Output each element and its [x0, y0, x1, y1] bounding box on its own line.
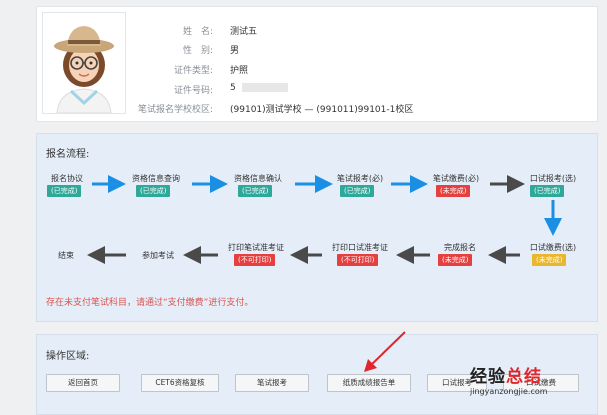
written-register-button[interactable]: 笔试报考	[235, 374, 309, 392]
avatar-illustration-icon	[43, 13, 125, 113]
step-qualification-query-status: (已完成)	[136, 185, 171, 197]
watermark-cn-black: 经验	[470, 367, 506, 387]
score-report-button[interactable]: 纸质成绩报告单	[327, 374, 411, 392]
step-oral-payment[interactable]: 口试缴费(选)	[529, 243, 577, 252]
step-written-payment-status: (未完成)	[436, 185, 471, 197]
step-oral-register[interactable]: 口试报考(选)	[529, 174, 577, 183]
avatar	[42, 12, 126, 114]
campus-label: 笔试报名学校校区:	[137, 105, 213, 115]
step-complete-registration-status: (未完成)	[438, 254, 473, 266]
step-print-oral-ticket[interactable]: 打印口试准考证	[332, 243, 388, 252]
step-print-written-ticket-status: (不可打印)	[234, 254, 276, 266]
step-print-written-ticket[interactable]: 打印笔试准考证	[228, 243, 284, 252]
id-number-value: 5	[230, 83, 288, 93]
payment-notice: 存在未支付笔试科目，请通过“支付缴费”进行支付。	[46, 298, 254, 308]
name-label: 姓 名:	[182, 27, 213, 37]
watermark-text: 经验总结	[470, 362, 600, 387]
id-number-label: 证件号码:	[173, 86, 213, 96]
campus-value: (99101)测试学校 — (991011)99101-1校区	[230, 105, 414, 115]
id-number-mask	[241, 83, 288, 92]
operations-title: 操作区域:	[46, 351, 90, 362]
step-qualification-confirm-status: (已完成)	[238, 185, 273, 197]
step-qualification-query[interactable]: 资格信息查询	[132, 174, 180, 183]
step-take-exam: 参加考试	[142, 251, 174, 260]
oral-register-button[interactable]: 口试报考	[427, 374, 487, 392]
id-type-value: 护照	[230, 66, 249, 76]
id-type-label: 证件类型:	[173, 66, 213, 76]
process-title: 报名流程:	[46, 149, 90, 160]
watermark-url: jingyanzongjie.com	[470, 387, 548, 396]
cet6-review-button[interactable]: CET6资格复核	[141, 374, 219, 392]
oral-payment-button[interactable]: 口试缴费	[503, 374, 579, 392]
gender-label: 性 别:	[182, 46, 213, 56]
step-oral-payment-status: (未完成)	[532, 254, 567, 266]
step-agreement-status: (已完成)	[47, 185, 82, 197]
step-written-register-status: (已完成)	[340, 185, 375, 197]
back-home-button[interactable]: 返回首页	[46, 374, 120, 392]
step-written-register[interactable]: 笔试报考(必)	[336, 174, 384, 183]
step-print-oral-ticket-status: (不可打印)	[337, 254, 379, 266]
registration-process-panel	[36, 133, 598, 322]
step-oral-register-status: (已完成)	[530, 185, 565, 197]
step-written-payment[interactable]: 笔试缴费(必)	[432, 174, 480, 183]
name-value: 测试五	[230, 27, 258, 37]
id-number-text: 5	[230, 83, 236, 93]
step-complete-registration[interactable]: 完成报名	[444, 243, 476, 252]
step-agreement[interactable]: 报名协议	[51, 174, 83, 183]
step-end: 结束	[58, 251, 74, 260]
watermark-cn-red: 总结	[506, 367, 542, 387]
gender-value: 男	[230, 46, 240, 56]
step-qualification-confirm[interactable]: 资格信息确认	[234, 174, 282, 183]
student-info-panel	[36, 6, 598, 122]
watermark: 经验总结 jingyanzongjie.com	[470, 362, 600, 408]
